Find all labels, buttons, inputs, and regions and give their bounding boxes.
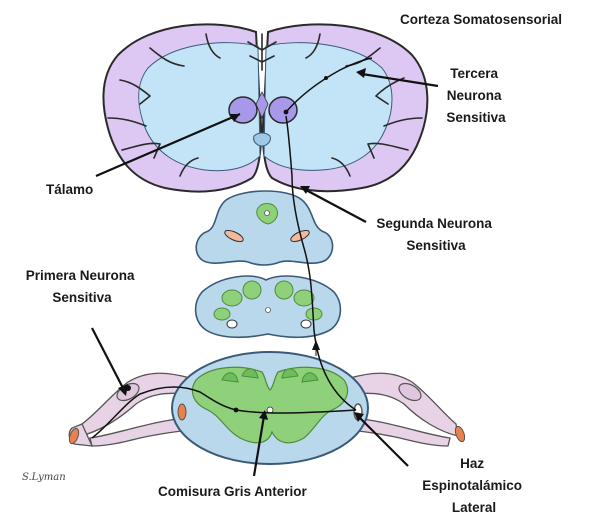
label-first-neuron: Primera Neurona Sensitiva	[26, 268, 139, 305]
label-third-neuron: Tercera Neurona Sensitiva	[446, 66, 506, 125]
brain-section	[103, 24, 427, 191]
medulla-tract-right	[301, 320, 311, 328]
label-tract: Haz Espinotalámico Lateral	[422, 456, 526, 515]
left-cord-tract	[178, 404, 186, 420]
right-nerve-cut	[454, 425, 467, 443]
first-neuron-leader	[92, 328, 124, 390]
second-neuron-leader	[306, 190, 366, 222]
medulla-tract-left	[227, 320, 237, 328]
thalamus-right	[269, 97, 297, 123]
ascending-arrowhead	[312, 340, 320, 350]
label-commissure: Comisura Gris Anterior	[158, 484, 308, 499]
first-neuron-synapse	[234, 408, 239, 413]
midbrain-outline	[196, 191, 332, 265]
aqueduct	[265, 211, 270, 216]
label-second-neuron: Segunda Neurona Sensitiva	[376, 216, 495, 253]
medulla-outline	[196, 276, 341, 337]
brainstem-stub	[254, 133, 271, 146]
midbrain-section	[196, 191, 332, 265]
spinal-cord-section	[68, 352, 467, 464]
medulla-section	[196, 276, 341, 337]
label-cortex: Corteza Somatosensorial	[400, 12, 562, 27]
third-neuron-terminal	[324, 76, 328, 80]
label-thalamus: Tálamo	[46, 182, 93, 197]
artist-signature: S.Lyman	[22, 472, 66, 483]
second-neuron-synapse	[284, 110, 289, 115]
central-canal-medulla	[266, 308, 271, 313]
